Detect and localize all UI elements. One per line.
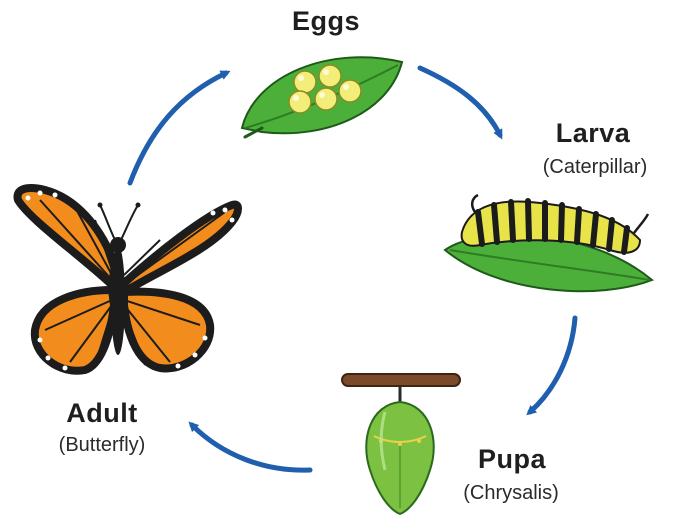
larva-subtitle: (Caterpillar) bbox=[525, 156, 665, 179]
pupa-subtitle: (Chrysalis) bbox=[441, 482, 581, 505]
branch bbox=[342, 374, 460, 386]
eggs-title: Eggs bbox=[276, 6, 376, 37]
eggs-illustration bbox=[242, 57, 402, 137]
adult-subtitle: (Butterfly) bbox=[27, 434, 177, 457]
arrow-eggs-to-larva bbox=[420, 68, 500, 135]
arrow-adult-to-eggs bbox=[130, 73, 226, 183]
pupa-title: Pupa bbox=[462, 444, 562, 475]
egg bbox=[294, 71, 316, 93]
egg bbox=[319, 65, 341, 87]
arrow-larva-to-pupa bbox=[530, 318, 575, 412]
larva-title: Larva bbox=[538, 118, 648, 149]
adult-illustration bbox=[17, 188, 238, 371]
egg bbox=[289, 91, 311, 113]
larva-illustration bbox=[445, 195, 652, 291]
right-forewing bbox=[122, 204, 238, 292]
egg bbox=[315, 88, 337, 110]
butterfly-body bbox=[111, 245, 125, 355]
arrow-pupa-to-adult bbox=[192, 425, 310, 470]
egg bbox=[339, 80, 361, 102]
adult-title: Adult bbox=[42, 398, 162, 429]
